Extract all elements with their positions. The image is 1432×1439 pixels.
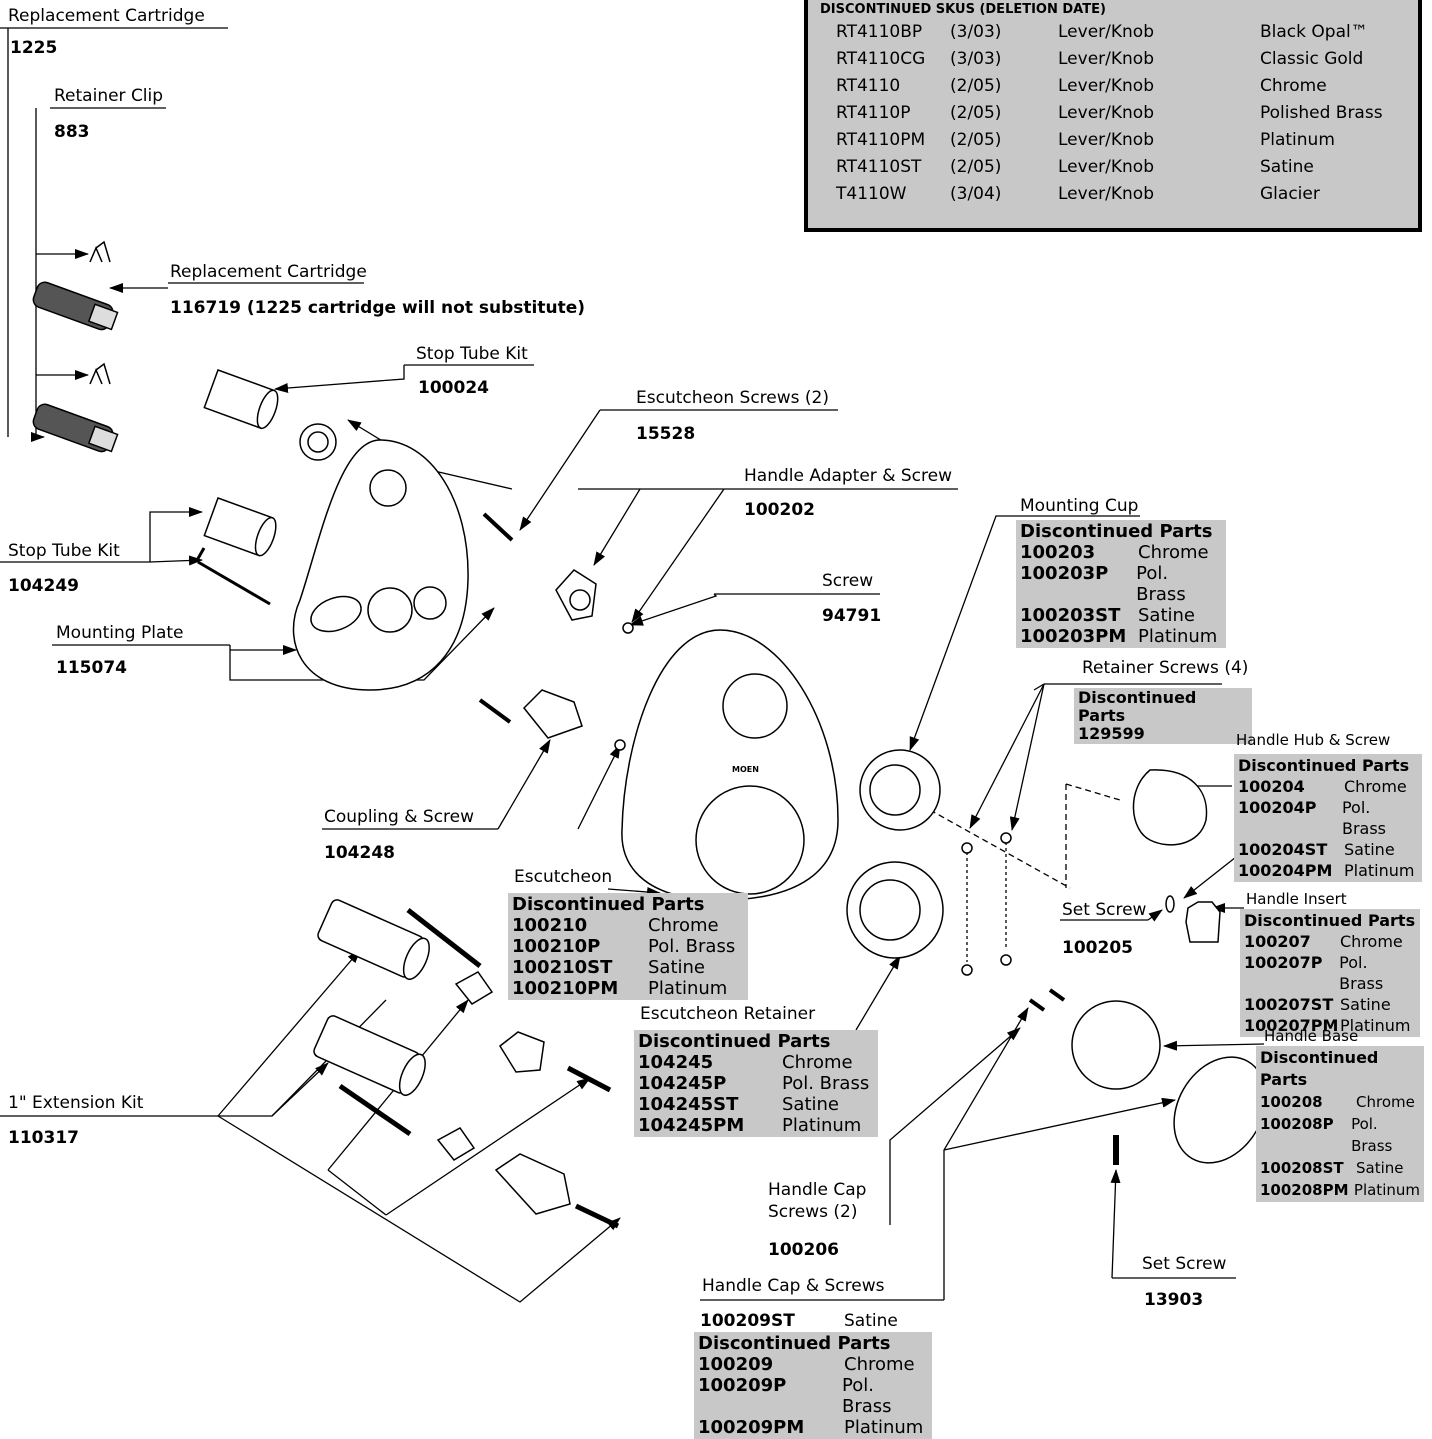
label-handle-base: Handle Base: [1264, 1027, 1359, 1045]
label-handle-hub-screw: Handle Hub & Screw: [1236, 731, 1391, 749]
label-set-screw-1: Set Screw: [1062, 900, 1147, 920]
discontinued-skus-table: DISCONTINUED SKUS (DELETION DATE) RT4110…: [804, 0, 1422, 232]
label-handle-cap-and-screws: Handle Cap & Screws: [702, 1276, 885, 1296]
label-escutcheon: Escutcheon: [514, 867, 613, 887]
part-number-100205: 100205: [1062, 938, 1133, 958]
label-escutcheon-screws: Escutcheon Screws (2): [636, 388, 830, 408]
part-number-100024: 100024: [418, 378, 489, 398]
label-mounting-cup: Mounting Cup: [1020, 496, 1139, 516]
part-number-1225: 1225: [10, 38, 58, 58]
label-coupling-screw: Coupling & Screw: [324, 807, 475, 827]
moen-logo: MOEN: [732, 765, 759, 774]
label-extension-kit: 1" Extension Kit: [8, 1093, 144, 1113]
label-retainer-screws: Retainer Screws (4): [1082, 658, 1249, 678]
label-set-screw-2: Set Screw: [1142, 1254, 1227, 1274]
label-escutcheon-retainer: Escutcheon Retainer: [640, 1004, 816, 1024]
parts-drawings: [32, 240, 1267, 1229]
label-handle-adapter-screw: Handle Adapter & Screw: [744, 466, 952, 486]
part-number-100209ST: 100209ST: [700, 1311, 795, 1331]
label-stop-tube-kit-1: Stop Tube Kit: [416, 344, 528, 364]
label-retainer-clip: Retainer Clip: [54, 86, 164, 106]
label-screw: Screw: [822, 571, 874, 591]
part-number-116719: 116719 (1225 cartridge will not substitu…: [170, 298, 585, 318]
label-replacement-cartridge-2: Replacement Cartridge: [170, 262, 367, 282]
part-number-104249: 104249: [8, 576, 79, 596]
part-number-13903: 13903: [1144, 1290, 1204, 1310]
part-number-104248: 104248: [324, 843, 395, 863]
part-number-115074: 115074: [56, 658, 127, 678]
label-handle-cap-screws-2: Screws (2): [768, 1202, 858, 1222]
part-number-883: 883: [54, 122, 90, 142]
part-number-100202: 100202: [744, 500, 815, 520]
part-number-100206: 100206: [768, 1240, 839, 1260]
label-mounting-plate: Mounting Plate: [56, 623, 184, 643]
finish-satine: Satine: [844, 1311, 898, 1331]
part-number-94791: 94791: [822, 606, 882, 626]
part-number-110317: 110317: [8, 1128, 79, 1148]
label-replacement-cartridge-1: Replacement Cartridge: [8, 6, 205, 26]
label-stop-tube-kit-2: Stop Tube Kit: [8, 541, 120, 561]
label-handle-insert: Handle Insert: [1246, 890, 1347, 908]
label-handle-cap-1: Handle Cap: [768, 1180, 867, 1200]
part-number-15528: 15528: [636, 424, 696, 444]
box-retainer-screws: Discontinued Parts 129599: [1074, 688, 1252, 744]
sku-table-header: DISCONTINUED SKUS (DELETION DATE): [820, 2, 1106, 17]
